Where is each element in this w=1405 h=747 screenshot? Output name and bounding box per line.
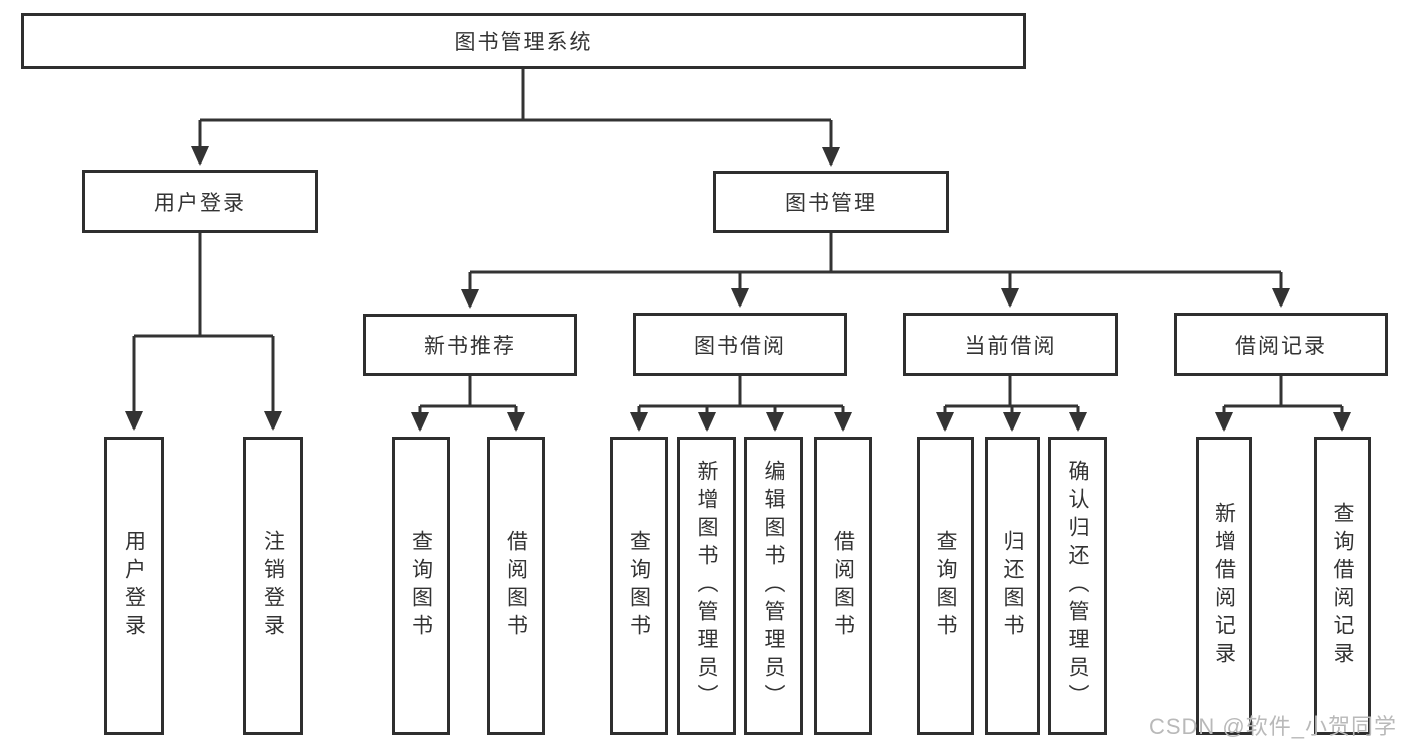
node-library-system: 图书管理系统 (21, 13, 1026, 69)
node-leaf-current-confirm-return-label: 确认归还（管理员） (1066, 460, 1089, 712)
node-leaf-borrow-add-books: 新增图书（管理员） (677, 437, 736, 735)
node-leaf-current-return-books-label: 归还图书 (1001, 530, 1024, 642)
node-leaf-recommend-query-books-label: 查询图书 (409, 530, 433, 642)
node-library-system-label: 图书管理系统 (454, 31, 593, 54)
node-user-login: 用户登录 (82, 170, 318, 233)
node-leaf-borrow-edit-books: 编辑图书（管理员） (744, 437, 803, 735)
node-leaf-user-login: 用户登录 (104, 437, 164, 735)
node-new-book-recommend-label: 新书推荐 (424, 335, 516, 358)
node-leaf-recommend-borrow-books-label: 借阅图书 (504, 530, 528, 642)
node-leaf-current-return-books: 归还图书 (985, 437, 1040, 735)
node-leaf-records-query-record: 查询借阅记录 (1314, 437, 1371, 735)
node-leaf-borrow-query-books: 查询图书 (610, 437, 668, 735)
node-leaf-borrow-borrow-books-label: 借阅图书 (831, 530, 855, 642)
node-current-borrow-label: 当前借阅 (964, 334, 1057, 358)
node-leaf-user-login-label: 用户登录 (122, 530, 146, 642)
node-borrow-records: 借阅记录 (1174, 313, 1388, 376)
node-leaf-recommend-borrow-books: 借阅图书 (487, 437, 545, 735)
node-leaf-logout: 注销登录 (243, 437, 303, 735)
node-leaf-records-add-record-label: 新增借阅记录 (1212, 502, 1236, 670)
node-leaf-borrow-add-books-label: 新增图书（管理员） (695, 460, 718, 712)
node-new-book-recommend: 新书推荐 (363, 314, 577, 376)
node-leaf-current-query-books: 查询图书 (917, 437, 974, 735)
watermark-text: CSDN @软件_小贺同学 (1148, 714, 1397, 739)
node-leaf-recommend-query-books: 查询图书 (392, 437, 450, 735)
node-leaf-borrow-edit-books-label: 编辑图书（管理员） (762, 460, 785, 712)
node-user-login-label: 用户登录 (154, 191, 246, 215)
node-leaf-borrow-query-books-label: 查询图书 (627, 530, 651, 642)
node-leaf-current-query-books-label: 查询图书 (934, 530, 957, 642)
node-book-borrow-label: 图书借阅 (694, 334, 786, 358)
node-leaf-logout-label: 注销登录 (261, 530, 285, 642)
node-leaf-current-confirm-return: 确认归还（管理员） (1048, 437, 1107, 735)
node-book-management: 图书管理 (713, 171, 949, 233)
node-book-borrow: 图书借阅 (633, 313, 847, 376)
node-book-management-label: 图书管理 (785, 192, 877, 215)
node-current-borrow: 当前借阅 (903, 313, 1118, 376)
node-borrow-records-label: 借阅记录 (1235, 334, 1327, 358)
node-leaf-borrow-borrow-books: 借阅图书 (814, 437, 872, 735)
node-leaf-records-query-record-label: 查询借阅记录 (1331, 502, 1354, 670)
node-leaf-records-add-record: 新增借阅记录 (1196, 437, 1252, 735)
